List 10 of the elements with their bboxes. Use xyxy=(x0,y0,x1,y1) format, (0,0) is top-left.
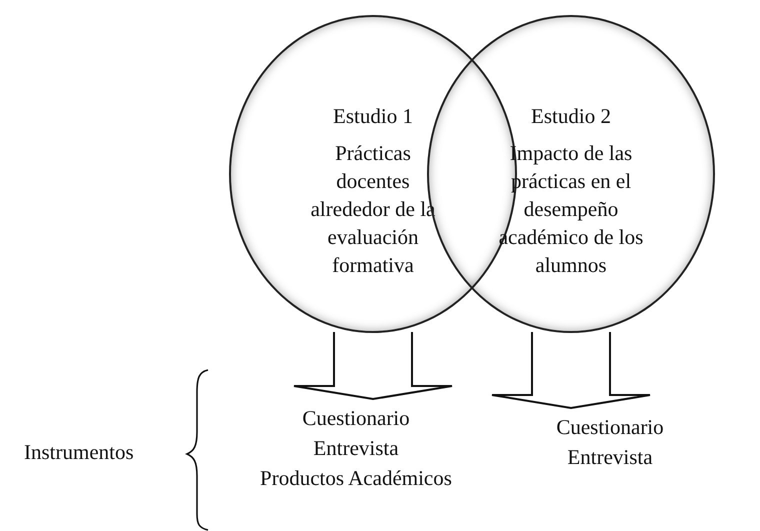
study-title: Estudio 2 xyxy=(531,103,611,129)
block-arrow xyxy=(293,331,453,400)
study-title: Estudio 1 xyxy=(333,103,413,129)
instrument-name: Cuestionario xyxy=(556,414,664,441)
instrument-name: Entrevista xyxy=(313,435,399,462)
instrument-name: Productos Académicos xyxy=(260,465,452,492)
instrument-name: Entrevista xyxy=(567,444,653,471)
instrument-name: Cuestionario xyxy=(302,405,410,432)
block-arrow xyxy=(491,331,651,410)
group-label: Instrumentos xyxy=(24,440,134,465)
